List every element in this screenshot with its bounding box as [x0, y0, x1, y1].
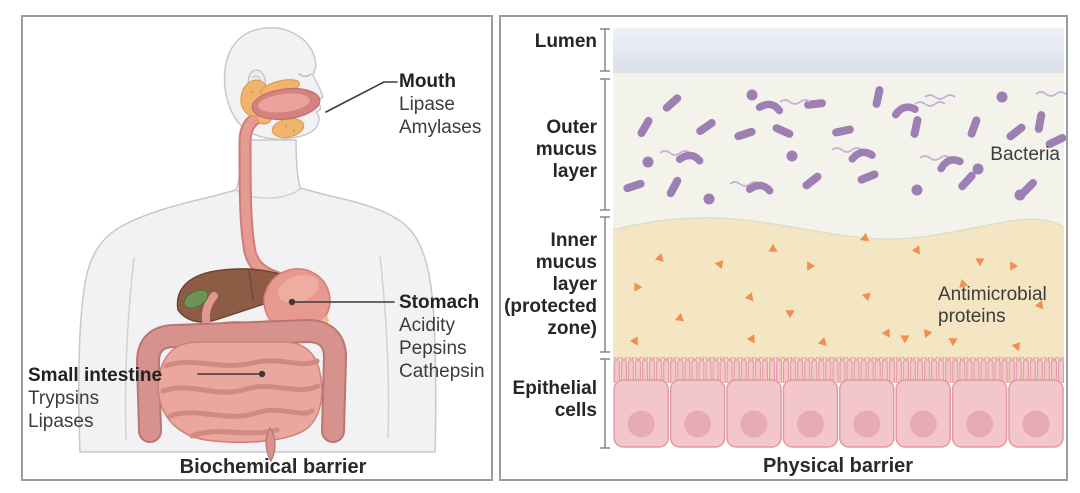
- lumen-band: [613, 28, 1064, 73]
- mouth-label-item: Amylases: [399, 117, 482, 138]
- gallbladder: [183, 289, 209, 309]
- small-intestine-label-title: Small intestine: [28, 365, 163, 386]
- oral-cavity: [251, 87, 321, 121]
- small-intestine: [157, 341, 323, 444]
- panel-physical-barrier: Lumen Outer mucus layer Inner mucus laye…: [499, 15, 1068, 481]
- stomach-label-item: Cathepsin: [399, 361, 485, 382]
- large-intestine: [136, 319, 347, 443]
- mouth-label-title: Mouth: [399, 71, 456, 92]
- small-intestine-label: Small intestine Trypsins Lipases: [28, 364, 162, 433]
- microvilli: [613, 357, 1064, 383]
- mouth-label: Mouth Lipase Amylases: [399, 70, 481, 139]
- cell-nuclei: [627, 410, 1050, 438]
- bacteria-annotation: Bacteria: [990, 144, 1060, 165]
- mouth-leader-line: [325, 81, 398, 113]
- layer-label-outer-mucus: Outer mucus layer: [535, 117, 597, 182]
- layer-label-epithelial: Epithelial cells: [512, 378, 597, 421]
- epithelial-cells-group: [613, 357, 1064, 448]
- human-digestive-illustration: [78, 27, 437, 462]
- mucosal-layers-illustration: [600, 28, 1066, 449]
- rectum: [265, 427, 276, 462]
- stomach-label: Stomach Acidity Pepsins Cathepsin: [399, 291, 485, 383]
- leader-lines: [197, 81, 398, 378]
- antimicrobial-annotation: Antimicrobial proteins: [938, 284, 1047, 327]
- stomach-label-item: Pepsins: [399, 338, 467, 359]
- small-intestine-label-item: Trypsins: [28, 388, 100, 409]
- layer-label-inner-mucus: Inner mucus layer (protected zone): [504, 230, 597, 339]
- right-panel-caption: Physical barrier: [762, 455, 914, 477]
- stomach-label-title: Stomach: [399, 292, 480, 313]
- layer-brackets: [600, 28, 610, 449]
- stomach-label-item: Acidity: [399, 315, 455, 336]
- closed-eye: [298, 73, 312, 77]
- layer-label-lumen: Lumen: [534, 31, 597, 52]
- left-panel-caption: Biochemical barrier: [179, 456, 367, 478]
- mouth-label-item: Lipase: [399, 94, 455, 115]
- small-intestine-label-item: Lipases: [28, 411, 94, 432]
- esophagus: [238, 107, 285, 285]
- panel-biochemical-barrier: Mouth Lipase Amylases Stomach Acidity Pe…: [21, 15, 493, 481]
